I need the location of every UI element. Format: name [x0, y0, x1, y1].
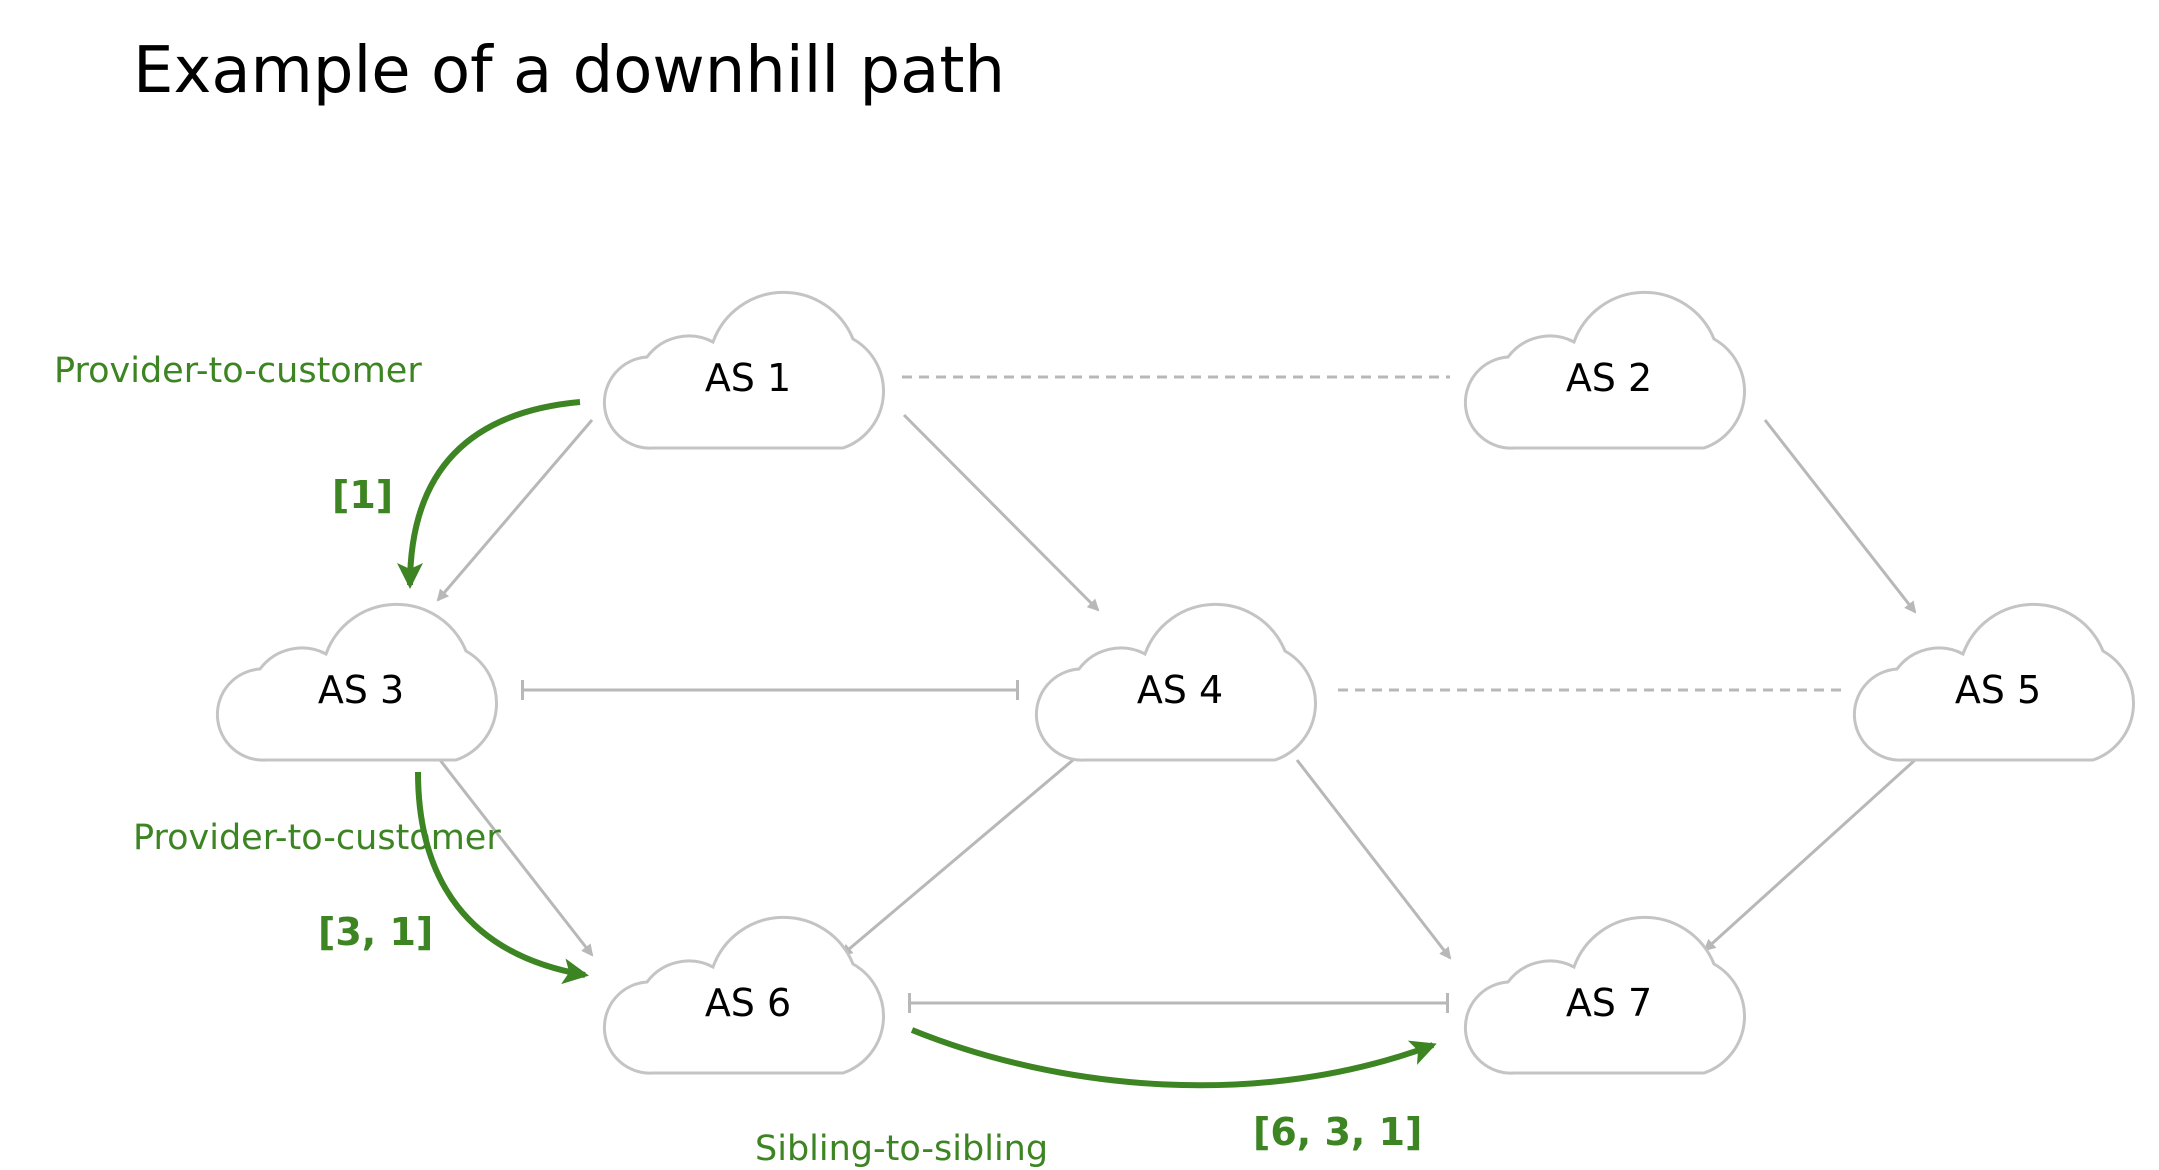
cloud-as6-icon [602, 915, 886, 1075]
edge-as5-as7 [1703, 758, 1917, 952]
edge-as4-as7 [1295, 759, 1452, 960]
cloud-as4-icon [1034, 602, 1318, 762]
cloud-as1-icon [602, 290, 886, 450]
cloud-as5-icon [1852, 602, 2136, 762]
node-label-as1: AS 1 [705, 356, 791, 400]
node-label-as2: AS 2 [1566, 356, 1652, 400]
cloud-as2-icon [1463, 290, 1747, 450]
edges [436, 375, 1917, 1013]
path-label-as6-as7: [6, 3, 1] [1253, 1110, 1422, 1154]
edge-as1-as3 [436, 419, 594, 602]
relation-label-as6-as7: Sibling-to-sibling [755, 1129, 1048, 1169]
node-label-as7: AS 7 [1566, 981, 1652, 1025]
nodes: AS 1 AS 2 AS 3 AS 4 AS 5 AS 6 [215, 290, 2136, 1075]
node-label-as4: AS 4 [1137, 668, 1223, 712]
node-label-as5: AS 5 [1955, 668, 2041, 712]
path-annotations: Provider-to-customer [1] Provider-to-cus… [54, 351, 1422, 1169]
node-as7: AS 7 [1463, 915, 1747, 1075]
path-arrow-as6-as7 [910, 1027, 1437, 1089]
page-title: Example of a downhill path [133, 34, 1005, 108]
relation-label-as3-as6: Provider-to-customer [133, 818, 501, 858]
edge-as3-as6 [438, 759, 594, 957]
cloud-as7-icon [1463, 915, 1747, 1075]
path-label-as1-as3: [1] [332, 473, 393, 517]
node-label-as3: AS 3 [318, 668, 404, 712]
node-as6: AS 6 [602, 915, 886, 1075]
node-as2: AS 2 [1463, 290, 1747, 450]
path-label-as3-as6: [3, 1] [318, 910, 433, 954]
node-as5: AS 5 [1852, 602, 2136, 762]
node-label-as6: AS 6 [705, 981, 791, 1025]
node-as1: AS 1 [602, 290, 886, 450]
node-as3: AS 3 [215, 602, 499, 762]
path-arrows [397, 399, 1437, 1089]
path-arrow-as3-as6 [415, 771, 589, 985]
relation-label-as1-as3: Provider-to-customer [54, 351, 422, 391]
edge-as4-as6 [840, 758, 1074, 957]
path-arrow-as1-as3 [397, 399, 581, 589]
edge-as2-as5 [1763, 419, 1917, 614]
edge-as1-as4 [902, 413, 1100, 612]
cloud-as3-icon [215, 602, 499, 762]
node-as4: AS 4 [1034, 602, 1318, 762]
